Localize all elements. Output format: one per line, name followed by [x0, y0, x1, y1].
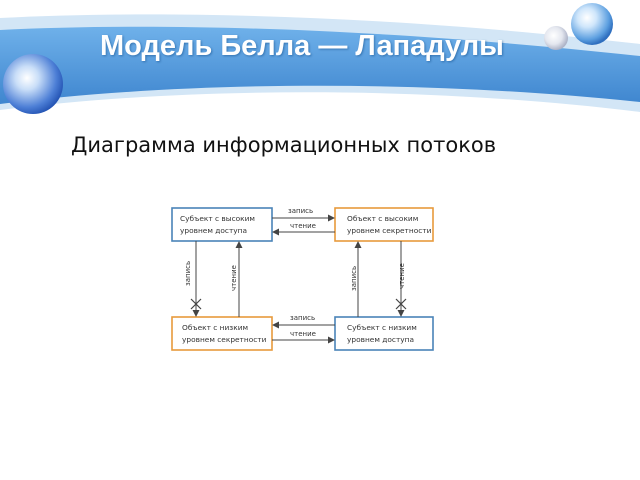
node-subject-high-box — [171, 207, 273, 242]
node-object-high-line2: уровнем секретности — [347, 226, 432, 235]
edge-right-read-label: чтение — [398, 263, 406, 289]
edge-right-read-blocked-icon — [395, 298, 407, 310]
bubble-top-right — [571, 3, 613, 45]
information-flow-diagram: Субъект с высоким уровнем доступа Объект… — [171, 207, 434, 351]
node-subject-low-line2: уровнем доступа — [347, 335, 414, 344]
edge-right-write-label: запись — [350, 266, 358, 291]
edge-left-read-label: чтение — [230, 265, 238, 291]
node-object-low-line2: уровнем секретности — [182, 335, 267, 344]
node-object-low-line1: Объект с низким — [182, 323, 248, 332]
slide-title: Модель Белла — Лападулы — [100, 30, 504, 62]
node-object-high-box — [334, 207, 434, 242]
node-subject-low-box — [334, 316, 434, 351]
edge-top-read-label: чтение — [290, 222, 316, 230]
node-subject-low: Субъект с низким уровнем доступа — [334, 316, 434, 351]
edge-top-write-label: запись — [288, 207, 313, 215]
bubble-large-left — [3, 54, 63, 114]
node-object-low: Объект с низким уровнем секретности — [171, 316, 273, 351]
edge-left-write-blocked-icon — [190, 298, 202, 310]
header-decoration — [0, 3, 640, 114]
node-object-high-line1: Объект с высоким — [347, 214, 418, 223]
slide-subtitle: Диаграмма информационных потоков — [71, 133, 497, 157]
edge-left-write-label: запись — [184, 261, 192, 286]
edge-bottom-write-label: запись — [290, 314, 315, 322]
bubble-grey-right — [544, 26, 568, 50]
node-object-low-box — [171, 316, 273, 351]
node-subject-high-line1: Субъект с высоким — [180, 214, 255, 223]
edge-bottom-read-label: чтение — [290, 330, 316, 338]
node-subject-high-line2: уровнем доступа — [180, 226, 247, 235]
node-subject-low-line1: Субъект с низким — [347, 323, 417, 332]
header-band — [0, 26, 640, 104]
node-object-high: Объект с высоким уровнем секретности — [334, 207, 434, 242]
node-subject-high: Субъект с высоким уровнем доступа — [171, 207, 273, 242]
